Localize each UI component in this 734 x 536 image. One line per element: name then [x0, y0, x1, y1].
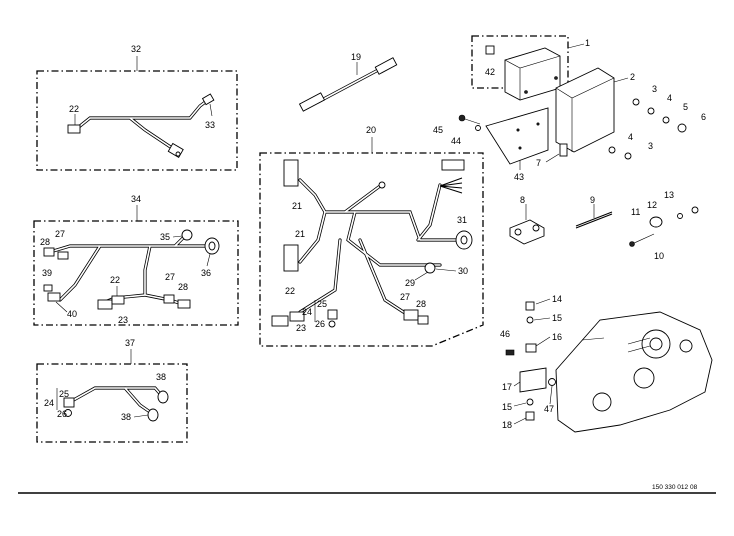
- callout-38a: 38: [156, 372, 166, 382]
- callout-3a: 3: [652, 84, 657, 94]
- callout-10: 10: [654, 251, 664, 261]
- callout-28a: 28: [40, 237, 50, 247]
- callout-29: 29: [405, 278, 415, 288]
- callout-17: 17: [502, 382, 512, 392]
- group-34: 34 28 27 35 36 39 22 27 28 40 23: [33, 194, 239, 326]
- callout-45: 45: [433, 125, 443, 135]
- callout-3b: 3: [648, 141, 653, 151]
- callout-11: 11: [631, 207, 640, 217]
- callout-15b: 15: [502, 402, 512, 412]
- callout-5: 5: [683, 102, 688, 112]
- callout-27c: 27: [400, 292, 410, 302]
- callout-47: 47: [544, 404, 554, 414]
- callout-2: 2: [630, 72, 635, 82]
- callout-46: 46: [500, 329, 510, 339]
- callout-1: 1: [585, 38, 590, 48]
- callout-32: 32: [131, 44, 141, 54]
- callout-9: 9: [590, 195, 595, 205]
- callout-19: 19: [351, 52, 361, 62]
- callout-16: 16: [552, 332, 562, 342]
- part-19-cable: 19: [298, 52, 398, 112]
- callout-34: 34: [131, 194, 141, 204]
- callout-23a: 23: [118, 315, 128, 325]
- hardware-8-13: 8 9 11 12 13 10: [509, 190, 699, 261]
- callout-12: 12: [647, 200, 657, 210]
- callout-30: 30: [458, 266, 468, 276]
- callout-8: 8: [520, 195, 525, 205]
- gear-case-assembly: 14 15 16 46 17 15 18 47: [500, 294, 713, 433]
- callout-22a: 22: [69, 104, 79, 114]
- callout-25b: 25: [317, 299, 327, 309]
- callout-28b: 28: [178, 282, 188, 292]
- callout-38b: 38: [121, 412, 131, 422]
- callout-37: 37: [125, 338, 135, 348]
- callout-24a: 24: [44, 398, 54, 408]
- callout-26b: 26: [315, 319, 325, 329]
- group-20: 20 21 21 31 30 29 22 27 28 25 24 26 23: [259, 125, 484, 347]
- callout-25a: 25: [59, 389, 69, 399]
- group-37: 37 25 24 26 38 38: [36, 338, 188, 443]
- callout-14: 14: [552, 294, 562, 304]
- callout-27a: 27: [55, 229, 65, 239]
- callout-31: 31: [457, 215, 467, 225]
- callout-26a: 26: [57, 409, 67, 419]
- callout-13: 13: [664, 190, 674, 200]
- callout-35: 35: [160, 232, 170, 242]
- callout-36: 36: [201, 268, 211, 278]
- callout-24b: 24: [302, 307, 312, 317]
- callout-4b: 4: [628, 132, 633, 142]
- callout-18: 18: [502, 420, 512, 430]
- callout-15a: 15: [552, 313, 562, 323]
- control-box-assembly: 42 1 2 43 45 44 7 3 4 5 6 4 3: [433, 35, 706, 182]
- callout-22b: 22: [110, 275, 120, 285]
- callout-4a: 4: [667, 93, 672, 103]
- callout-22c: 22: [285, 286, 295, 296]
- callout-27b: 27: [165, 272, 175, 282]
- callout-42: 42: [485, 67, 495, 77]
- callout-7: 7: [536, 158, 541, 168]
- callout-21a: 21: [292, 201, 302, 211]
- callout-43: 43: [514, 172, 524, 182]
- callout-39: 39: [42, 268, 52, 278]
- callout-44: 44: [451, 136, 461, 146]
- callout-21b: 21: [295, 229, 305, 239]
- callout-40: 40: [67, 309, 77, 319]
- drawing-reference-number: 150 330 012 08: [652, 484, 698, 491]
- callout-28c: 28: [416, 299, 426, 309]
- callout-20: 20: [366, 125, 376, 135]
- group-32: 32 22 33: [36, 44, 238, 171]
- callout-6: 6: [701, 112, 706, 122]
- callout-33: 33: [205, 120, 215, 130]
- callout-23b: 23: [296, 323, 306, 333]
